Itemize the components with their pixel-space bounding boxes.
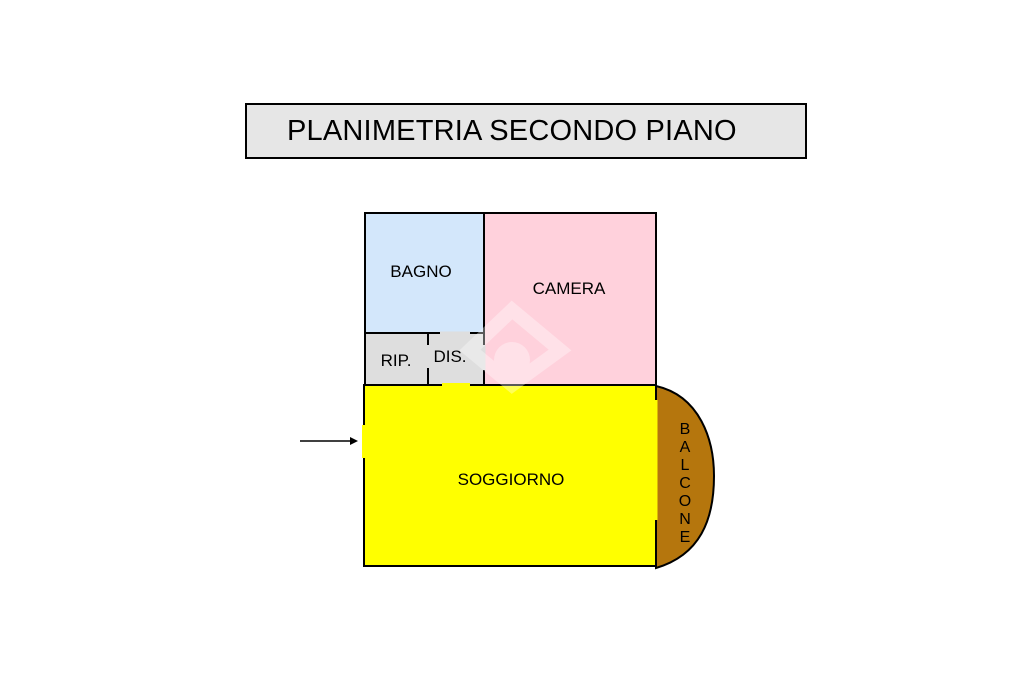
balcone-area: [655, 384, 716, 570]
soggiorno-label: SOGGIORNO: [458, 470, 565, 489]
balcone-label: B A L C O N E: [679, 421, 691, 546]
balcone-letter: C: [679, 475, 691, 492]
balcone-letter: N: [679, 511, 691, 528]
entrance-arrow-icon: [300, 437, 358, 445]
balcone-letter: O: [679, 493, 691, 510]
camera-label: CAMERA: [533, 279, 606, 298]
disimpegno-label: DIS.: [433, 347, 466, 366]
ripostiglio-room: [364, 332, 429, 386]
camera-room: [483, 212, 657, 386]
balcone-letter: L: [681, 457, 690, 474]
balcone-letter: A: [680, 439, 691, 456]
plan-title: PLANIMETRIA SECONDO PIANO: [287, 114, 737, 147]
watermark-logo-icon: [459, 300, 572, 394]
bagno-label: BAGNO: [390, 262, 451, 281]
plan-title-box: PLANIMETRIA SECONDO PIANO: [245, 103, 807, 159]
bagno-room: [364, 212, 485, 334]
ripostiglio-label: RIP.: [381, 351, 412, 370]
balcone-letter: E: [680, 529, 691, 546]
balcone-letter: B: [680, 421, 691, 438]
